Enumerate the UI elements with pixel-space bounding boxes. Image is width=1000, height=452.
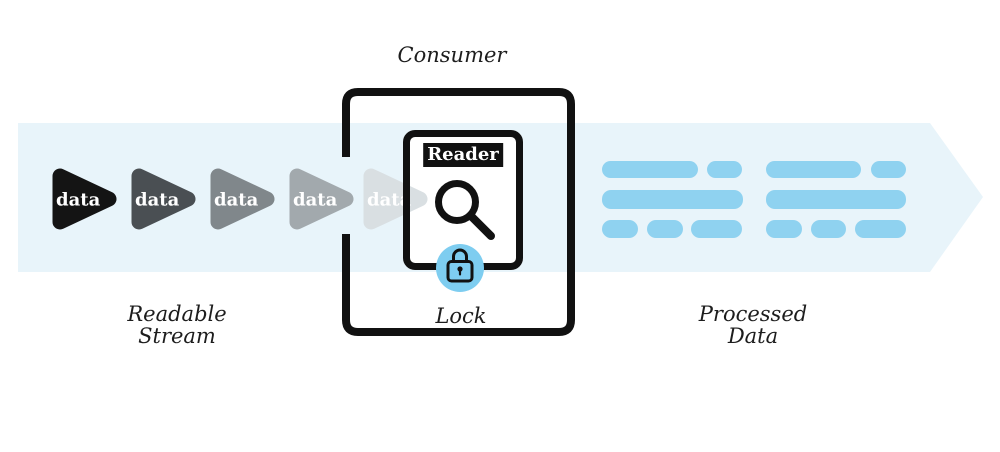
lock-label-text: Lock — [435, 304, 487, 328]
processed-data-pill — [766, 161, 861, 178]
readable-stream-line1: Readable — [127, 302, 227, 326]
padlock-icon — [446, 248, 474, 283]
processed-data-pill — [811, 220, 846, 238]
processed-data-pill — [647, 220, 683, 238]
processed-data-pill — [766, 220, 802, 238]
data-packet: data — [131, 168, 196, 230]
processed-data-label: Processed Data — [653, 303, 853, 347]
processed-data-pill — [602, 220, 638, 238]
play-triangle-icon — [52, 168, 117, 230]
data-packet-label: data — [367, 190, 412, 211]
processed-data-pill — [871, 161, 906, 178]
processed-data-line1: Processed — [698, 302, 808, 326]
processed-data-pill — [602, 190, 743, 209]
processed-data-pill — [766, 190, 906, 209]
data-packet-label: data — [135, 190, 180, 211]
data-packet: data — [52, 168, 117, 230]
play-triangle-icon — [363, 168, 428, 230]
consumer-frame-border — [342, 88, 575, 336]
processed-data-pill — [855, 220, 906, 238]
data-packet: data — [289, 168, 354, 230]
lock-label: Lock — [401, 305, 521, 327]
play-triangle-icon — [210, 168, 275, 230]
readable-stream-line2: Stream — [138, 324, 216, 348]
data-packet: data — [363, 168, 428, 230]
readable-stream-label: Readable Stream — [77, 303, 277, 347]
play-triangle-icon — [289, 168, 354, 230]
data-packet-label: data — [56, 190, 101, 211]
reader-badge: Reader — [423, 143, 503, 167]
processed-data-pill — [707, 161, 742, 178]
data-packet-label: data — [293, 190, 338, 211]
lock-badge — [436, 244, 484, 292]
data-packet-label: data — [214, 190, 259, 211]
magnifier-search-icon — [435, 180, 495, 240]
processed-data-pill — [691, 220, 742, 238]
processed-data-pill — [602, 161, 698, 178]
processed-data-line2: Data — [727, 324, 779, 348]
data-packet: data — [210, 168, 275, 230]
consumer-label: Consumer — [342, 44, 562, 66]
consumer-label-text: Consumer — [397, 43, 507, 67]
play-triangle-icon — [131, 168, 196, 230]
